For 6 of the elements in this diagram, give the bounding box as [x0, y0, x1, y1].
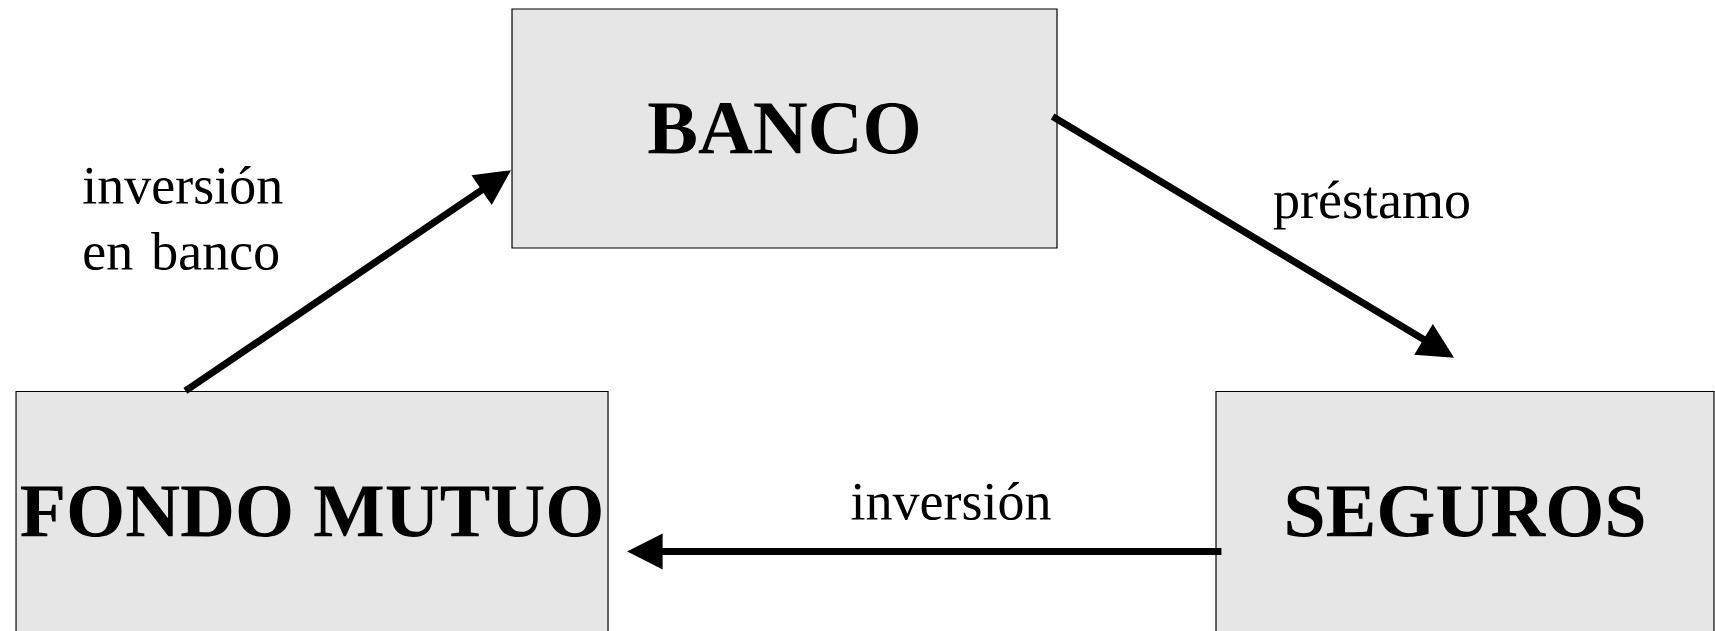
edge-label: inversión: [851, 481, 1051, 521]
edge-label: inversión en banco: [83, 165, 283, 271]
edge-label: préstamo: [1273, 180, 1469, 230]
process-box: SEGUROS: [1215, 390, 1715, 631]
process-box: FONDO MUTUO: [15, 390, 609, 631]
process-box: BANCO: [511, 8, 1058, 249]
